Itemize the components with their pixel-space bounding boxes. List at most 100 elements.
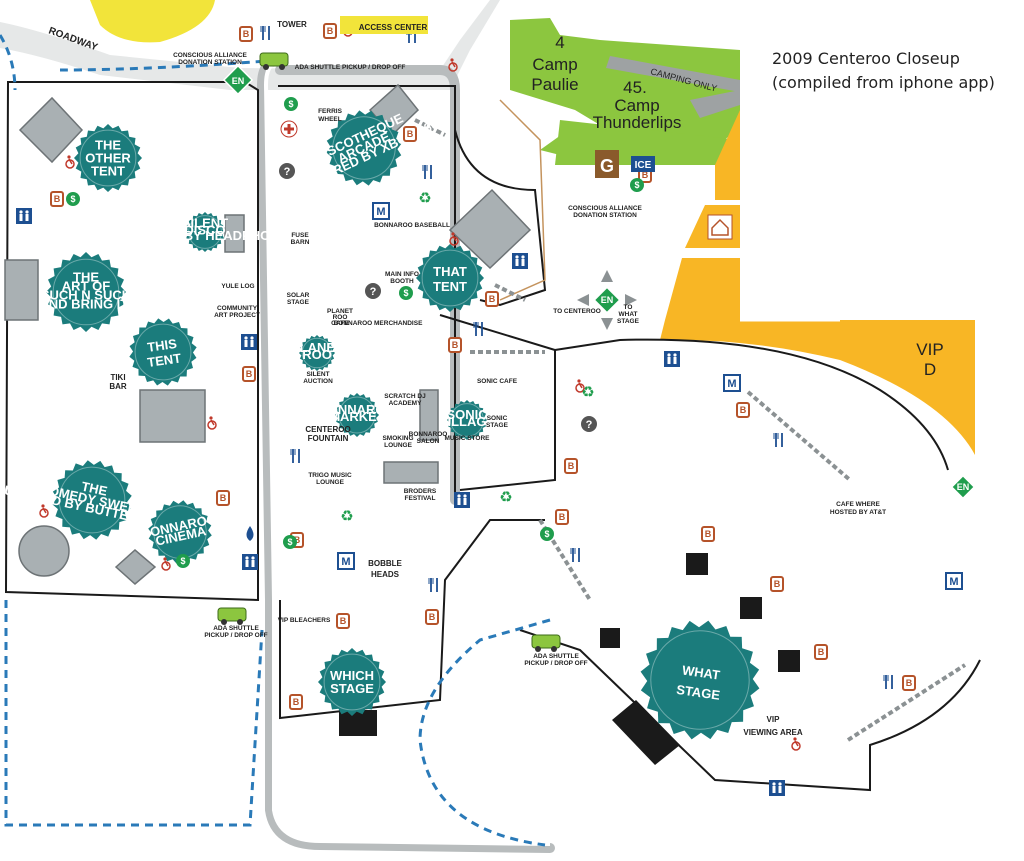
dollar-icon: $ (540, 527, 554, 541)
camp-paulie-number: 4 (555, 33, 564, 52)
seal-planet-roo-line-2: ROO (302, 347, 332, 362)
seal-bonnaroo-market-line-2: MARKET (329, 409, 385, 424)
camp-paulie-area (510, 18, 740, 165)
vip-d-label-2: D (924, 360, 936, 379)
seal-art-of-such-line-2: ART OF (62, 279, 110, 294)
barrier-lines (414, 118, 967, 742)
dollar-icon: $ (66, 192, 80, 206)
solar-stage-1: SOLAR (287, 292, 310, 299)
first-aid-icon (280, 120, 298, 138)
community-art-1: COMMUNITY (217, 305, 258, 312)
ada-shuttle-mid-2: PICKUP / DROP OFF (524, 660, 587, 667)
beer-icon: B (289, 694, 303, 710)
svg-text:B: B (340, 616, 347, 626)
info-icon: ? (365, 283, 381, 299)
seal-sonic-village-line-2: VILLAGE (439, 414, 496, 429)
centeroo-fountain-1: CENTEROO (305, 425, 350, 434)
seal-silent-disco-subtitle: POWERED BY HEADPHONES (113, 228, 297, 243)
svg-text:B: B (327, 26, 334, 36)
restroom-icon (242, 554, 258, 570)
to-what-stage-2: WHAT (618, 311, 637, 318)
silent-auction-1: SILENT (306, 371, 329, 378)
trigo-lounge-1: TRIGO MUSIC (308, 472, 352, 479)
beer-icon: B (336, 613, 350, 629)
seal-silent-disco-line-2: DISCO (184, 222, 225, 237)
restroom-icon (16, 208, 32, 224)
shuttle-icon (217, 607, 247, 625)
access-center-bg (340, 16, 428, 34)
svg-text:B: B (220, 493, 227, 503)
main-info-2: BOOTH (390, 278, 414, 285)
tiki-bar-2: BAR (109, 382, 127, 391)
svg-text:B: B (568, 461, 575, 471)
food-icon (570, 548, 580, 562)
seal-this-tent-line-1: THIS (146, 336, 178, 355)
beer-icon: B (448, 337, 462, 353)
camp-paulie-label-2: Paulie (531, 75, 578, 94)
svg-text:?: ? (370, 286, 377, 298)
food-icon (473, 322, 483, 336)
accessible-icon (65, 155, 75, 169)
ferris-wheel-2: WHEEL (318, 116, 342, 123)
accessible-icon (448, 58, 458, 72)
accessible-icon (207, 416, 217, 430)
info-icon: ? (279, 163, 295, 179)
seal-what-stage-line-1: WHAT (681, 662, 721, 682)
svg-text:M: M (376, 206, 385, 218)
svg-text:$: $ (180, 556, 185, 566)
donation-station-top: DONATION STATION (178, 59, 242, 66)
seal-silent-disco-line-1: SILENT (182, 215, 228, 230)
bonnaroo-merch-label: BONNAROO MERCHANDISE (334, 320, 424, 327)
tiki-bar-1: TIKI (110, 373, 125, 382)
svg-text:M: M (727, 378, 736, 390)
svg-text:?: ? (586, 419, 593, 431)
broadway-road (0, 0, 500, 90)
to-what-stage-3: STAGE (617, 318, 640, 325)
svg-text:ICE: ICE (635, 160, 652, 171)
ada-shuttle-left-2: PICKUP / DROP OFF (204, 632, 267, 639)
dollar-icon: $ (283, 535, 297, 549)
beer-icon: B (216, 490, 230, 506)
dollar-icon: $ (176, 554, 190, 568)
top-yellow-strip (90, 0, 215, 43)
vip-d-label-1: VIP (916, 340, 943, 359)
beer-icon: B (242, 366, 256, 382)
seal-bonnaroo-market-line-1: BONNAROO (318, 402, 395, 417)
general-store-icon: G (595, 150, 619, 178)
tent-shapes (4, 83, 532, 585)
beer-icon: B (736, 402, 750, 418)
restroom-icon (241, 334, 257, 350)
map-caption-line1: 2009 Centeroo Closeup (772, 49, 960, 68)
accessible-icon (791, 737, 801, 751)
seal-the-other-tent-line-3: TENT (91, 164, 125, 179)
water-icon (246, 526, 254, 541)
accessible-icon (449, 232, 459, 246)
conscious-alliance-top: CONSCIOUS ALLIANCE (173, 52, 247, 59)
bonnaroo-salon-2: SALON (417, 438, 440, 445)
restroom-icon (769, 780, 785, 796)
beer-icon: B (555, 509, 569, 525)
centeroo-fountain-2: FOUNTAIN (308, 434, 349, 443)
food-icon (773, 433, 783, 447)
svg-text:$: $ (287, 537, 292, 547)
beer-icon: B (770, 576, 784, 592)
svg-text:?: ? (284, 166, 291, 178)
scratch-academy-1: SCRATCH DJ (384, 393, 426, 400)
ferris-wheel-1: FERRIS (318, 108, 343, 115)
svg-text:$: $ (634, 180, 639, 190)
vip-viewing-1: VIP (767, 715, 781, 724)
svg-text:G: G (600, 156, 614, 176)
svg-text:B: B (818, 647, 825, 657)
beer-icon: B (323, 23, 337, 39)
seal-this-tent-line-2: TENT (146, 350, 182, 370)
broders-festival-2: FESTIVAL (405, 495, 436, 502)
svg-text:B: B (489, 294, 496, 304)
seal-that-tent-line-2: TENT (433, 279, 467, 294)
dollar-icon: $ (399, 286, 413, 300)
restroom-icon (512, 253, 528, 269)
